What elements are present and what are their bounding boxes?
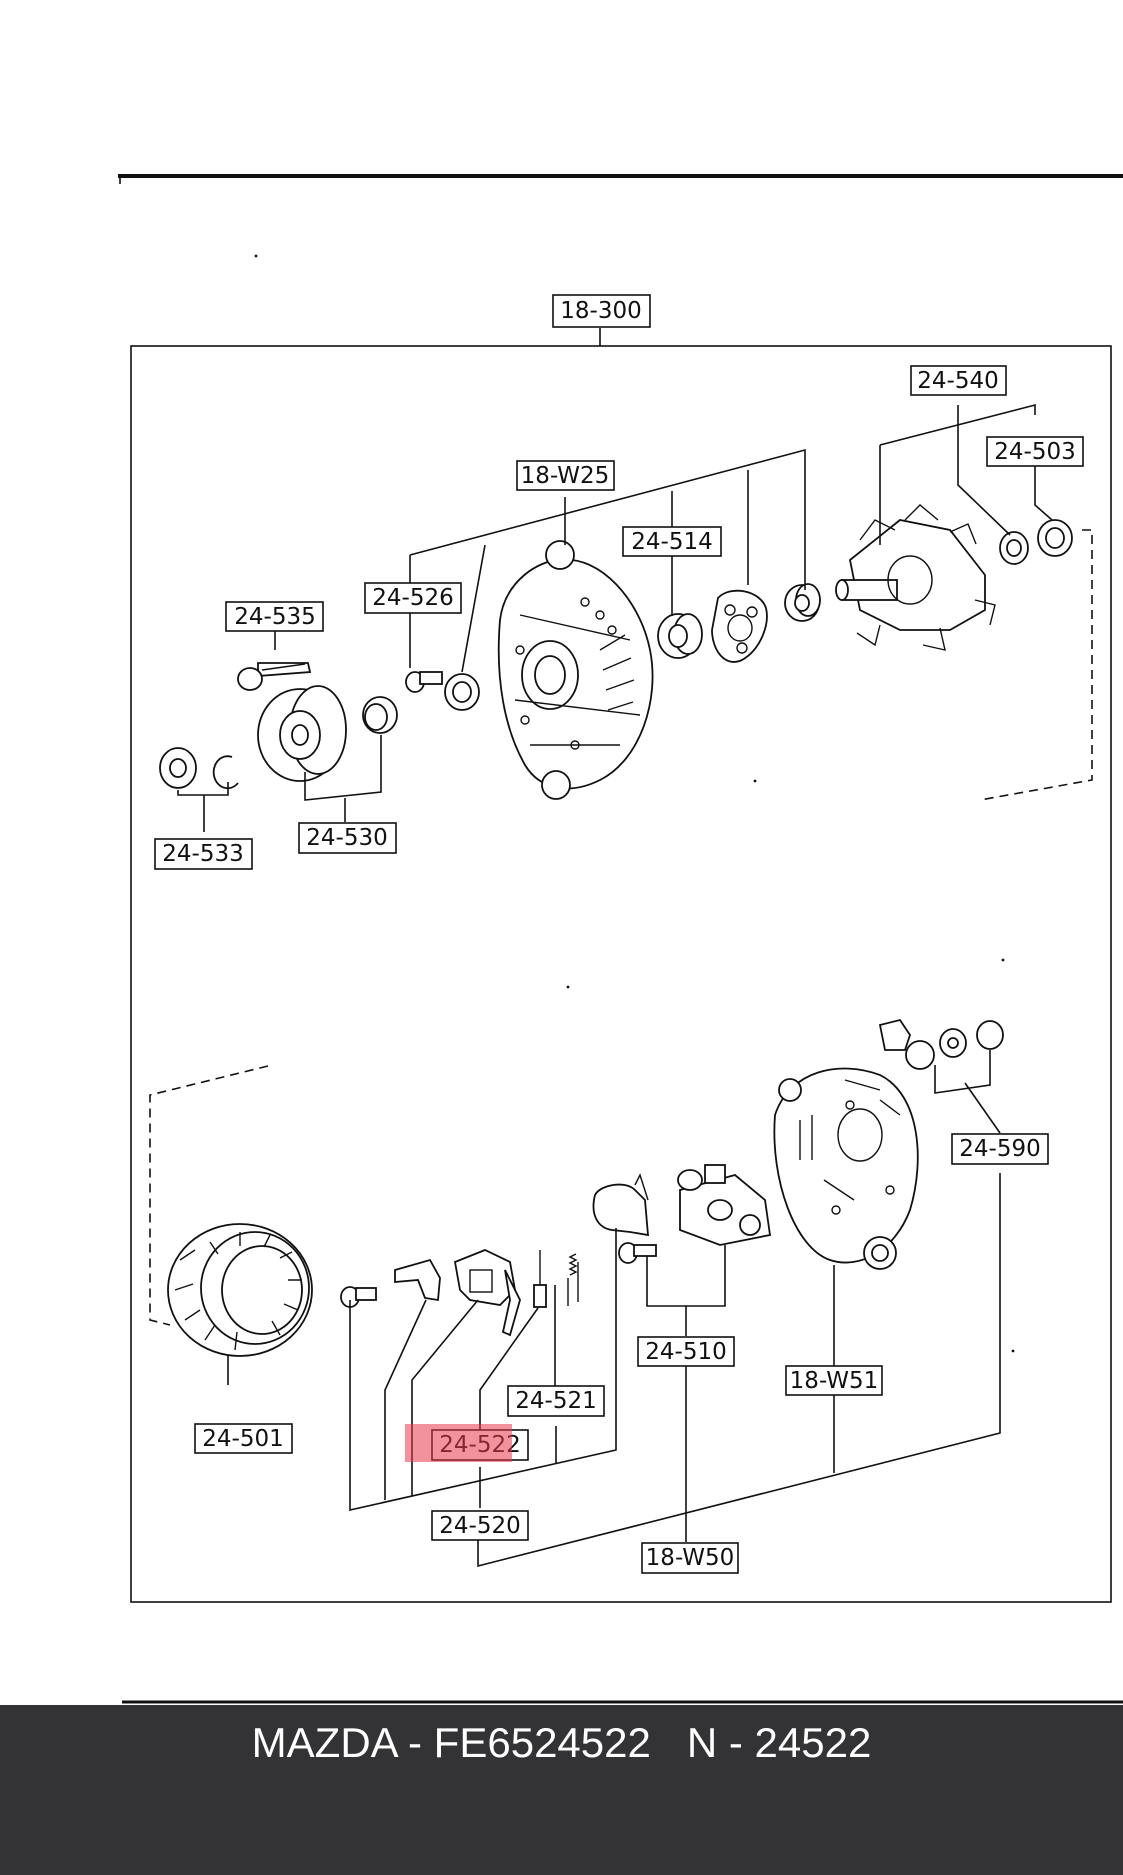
stator-part (167, 1223, 313, 1357)
svg-text:24-530: 24-530 (306, 825, 387, 851)
part-number-text: MAZDA - FE6524522 (251, 1718, 651, 1766)
nut-part (159, 747, 239, 790)
part-label-18-300[interactable]: 18-300 (552, 294, 651, 328)
collar-part (784, 583, 821, 622)
svg-text:24-535: 24-535 (234, 604, 315, 630)
highlight-box (405, 1424, 512, 1462)
part-label-24-533[interactable]: 24-533 (154, 838, 253, 870)
svg-text:24-521: 24-521 (515, 1388, 596, 1414)
screw-part (405, 671, 480, 711)
svg-text:24-540: 24-540 (917, 368, 998, 394)
brush-screw-part (340, 1286, 377, 1308)
part-label-18-W51[interactable]: 18-W51 (785, 1365, 883, 1396)
part-label-24-503[interactable]: 24-503 (986, 436, 1084, 467)
rectifier-part (677, 1164, 772, 1246)
regulator-screw-part (618, 1242, 657, 1264)
footer-bar: MAZDA - FE6524522 N - 24522 (0, 1705, 1123, 1875)
svg-text:24-501: 24-501 (202, 1426, 283, 1452)
svg-text:24-520: 24-520 (439, 1513, 520, 1539)
retainer-plate-part (711, 589, 768, 663)
insulator-part (394, 1258, 441, 1302)
svg-text:24-510: 24-510 (645, 1339, 726, 1365)
part-label-24-520[interactable]: 24-520 (431, 1510, 529, 1541)
svg-text:24-590: 24-590 (959, 1136, 1040, 1162)
part-label-24-510[interactable]: 24-510 (637, 1336, 735, 1367)
spring-part (567, 1253, 579, 1306)
rear-housing-part (773, 1067, 919, 1270)
part-caption: MAZDA - FE6524522 N - 24522 (0, 1705, 1123, 1780)
bearing-part (657, 613, 703, 659)
part-label-24-514[interactable]: 24-514 (622, 526, 722, 557)
part-label-18-W25[interactable]: 18-W25 (516, 460, 615, 491)
part-label-24-521[interactable]: 24-521 (507, 1385, 605, 1417)
pulley-part (257, 685, 398, 782)
svg-text:24-503: 24-503 (994, 439, 1075, 465)
rear-bearing-part (999, 519, 1073, 565)
svg-text:18-W25: 18-W25 (521, 463, 610, 489)
alternator-exploded-diagram: 18-300 24-540 24-503 18-W25 24-514 24-52… (118, 174, 1123, 1704)
part-label-24-526[interactable]: 24-526 (364, 582, 462, 614)
front-housing-part (497, 540, 654, 800)
svg-text:18-W51: 18-W51 (790, 1368, 879, 1394)
svg-text:18-300: 18-300 (560, 298, 641, 324)
brush-holder-part (453, 1249, 521, 1337)
part-label-24-540[interactable]: 24-540 (910, 365, 1007, 396)
svg-text:24-533: 24-533 (162, 841, 243, 867)
part-label-24-590[interactable]: 24-590 (951, 1133, 1049, 1165)
assembly-frame (130, 345, 1112, 1603)
rotor-part (835, 504, 996, 651)
part-label-24-530[interactable]: 24-530 (298, 822, 397, 854)
part-label-24-501[interactable]: 24-501 (194, 1423, 293, 1454)
terminal-part (878, 1018, 1004, 1070)
svg-text:24-526: 24-526 (372, 585, 453, 611)
svg-text:24-514: 24-514 (631, 529, 712, 555)
brush-part (533, 1250, 547, 1308)
catalog-number-text: N - 24522 (686, 1718, 872, 1766)
pulley-bolt-part (237, 662, 312, 691)
part-label-18-W50[interactable]: 18-W50 (641, 1542, 739, 1574)
cover-part (592, 1173, 649, 1237)
svg-text:18-W50: 18-W50 (646, 1545, 735, 1571)
part-label-24-535[interactable]: 24-535 (225, 601, 324, 632)
